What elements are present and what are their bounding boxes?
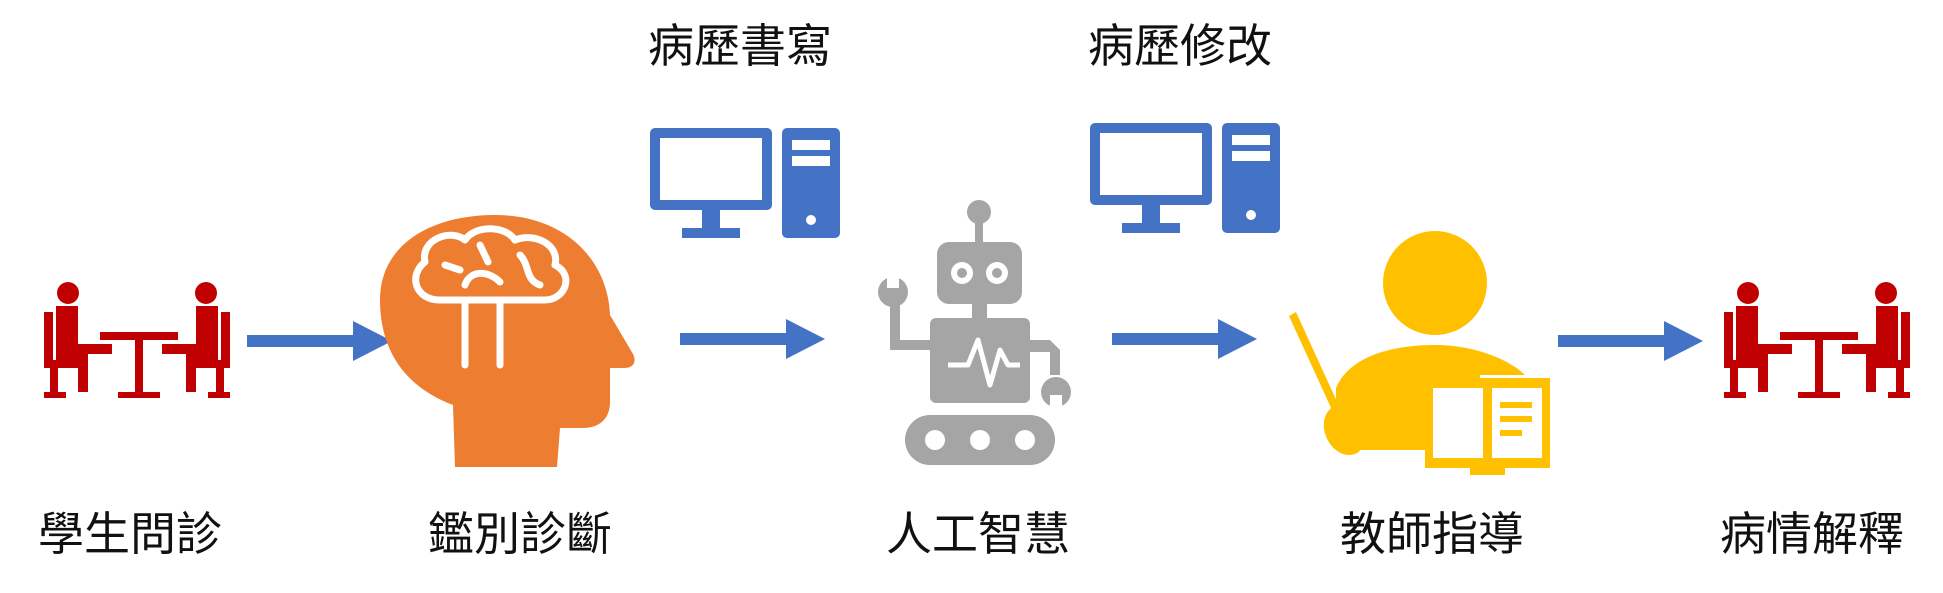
arrow-icon (247, 321, 392, 361)
computer-icon (1090, 123, 1280, 233)
step-label-teacher-guidance: 教師指導 (1340, 507, 1524, 561)
brain-head-icon (380, 215, 635, 467)
student-patient-interview-icon (1724, 282, 1910, 398)
step-label-ai: 人工智慧 (886, 507, 1070, 561)
teacher-icon (1289, 231, 1550, 475)
step-label-differential-diagnosis: 鑑別診斷 (428, 507, 612, 561)
robot-icon (878, 200, 1071, 465)
arrow-icon (1112, 319, 1257, 359)
arrow-icon (1558, 321, 1703, 361)
arrow-icon (680, 319, 825, 359)
student-patient-interview-icon (44, 282, 230, 398)
computer-icon (650, 128, 840, 238)
step-label-condition-explanation: 病情解釋 (1720, 507, 1904, 561)
step-label-interview: 學生問診 (38, 507, 222, 561)
record-writing-label: 病歷書寫 (648, 19, 832, 73)
record-revision-label: 病歷修改 (1088, 19, 1272, 73)
